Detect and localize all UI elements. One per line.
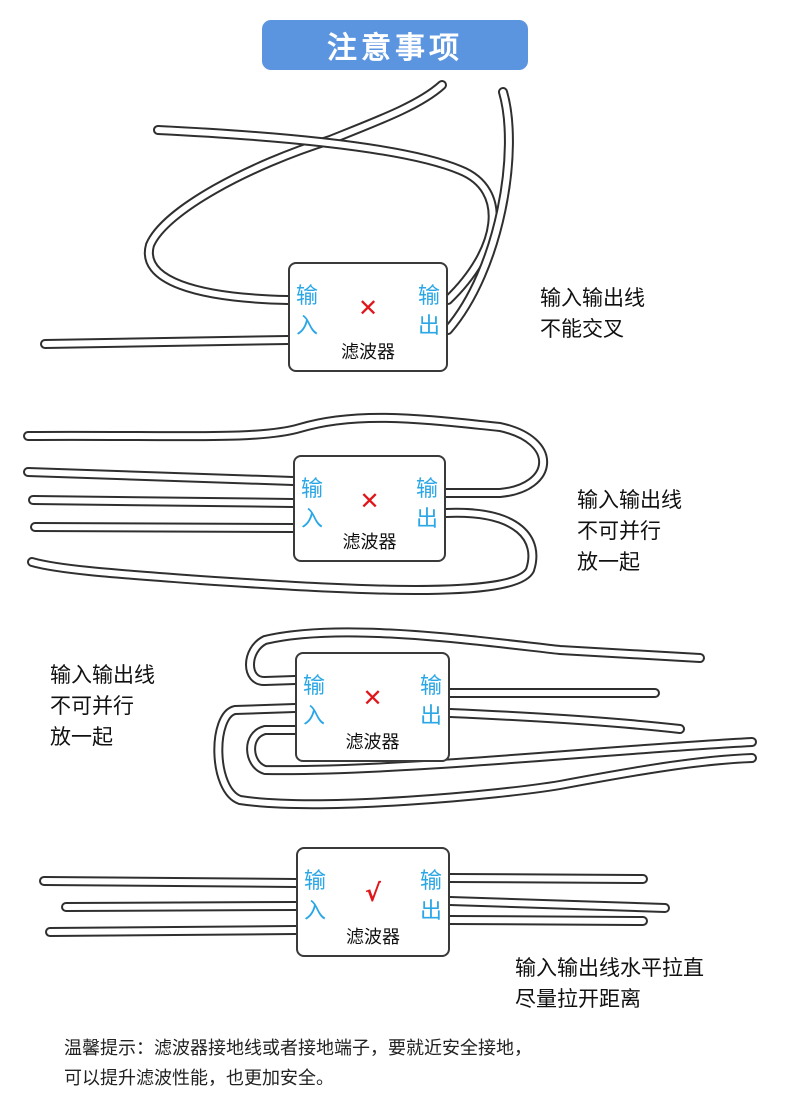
section-4-out-wire-1 <box>447 875 646 882</box>
section-3-outer-loop-wire <box>215 705 755 808</box>
tip-line-2: 可以提升滤波性能，也更加安全。 <box>64 1068 334 1089</box>
section-1-note: 输入输出线 不能交叉 <box>540 286 645 341</box>
section-1-crossing-wire-a <box>145 82 445 303</box>
section-3-wires <box>213 627 757 810</box>
output-label: 输出 <box>415 477 438 532</box>
section-1-left-wire <box>42 337 291 347</box>
output-label: 输出 <box>419 674 442 729</box>
section-3-note: 输入输出线 不可并行 放一起 <box>50 663 155 749</box>
filter-box-3: 输入 ✕ 输出 滤波器 <box>295 652 450 762</box>
filter-box-2: 输入 ✕ 输出 滤波器 <box>293 455 446 562</box>
cross-mark-icon: ✕ <box>362 684 383 712</box>
input-label: 输入 <box>300 477 323 532</box>
section-4-out-wire-3 <box>447 917 646 924</box>
section-1-crossing-wire-b <box>155 127 496 303</box>
tip-text: 温馨提示：滤波器接地线或者接地端子，要就近安全接地， 可以提升滤波性能，也更加安… <box>64 1034 532 1094</box>
input-label: 输入 <box>302 674 325 729</box>
output-label: 输出 <box>417 284 440 339</box>
filter-name: 滤波器 <box>341 342 395 363</box>
check-mark-icon: √ <box>364 879 381 907</box>
filter-name: 滤波器 <box>342 532 397 553</box>
section-2-wires <box>23 412 549 595</box>
input-label: 输入 <box>295 284 318 339</box>
section-4-note: 输入输出线水平拉直 尽量拉开距离 <box>515 956 704 1011</box>
filter-box-1: 输入 ✕ 输出 滤波器 <box>288 262 448 372</box>
section-1-crossing-wire-c <box>445 89 512 333</box>
section-4-in-wire-3 <box>47 927 299 935</box>
section-2-in-wire-1 <box>25 469 296 484</box>
section-2-in-wire-2 <box>30 497 296 506</box>
input-label: 输入 <box>303 869 326 924</box>
section-2-in-wire-3 <box>32 524 296 531</box>
section-2-return-wire <box>29 509 536 593</box>
section-3-out-wire-2 <box>447 710 683 732</box>
filter-name: 滤波器 <box>346 927 400 948</box>
section-3-inner-loop-wire <box>248 727 755 774</box>
section-4-out-wire-2 <box>447 898 668 911</box>
section-4-wires <box>39 873 670 937</box>
filter-name: 滤波器 <box>345 732 400 753</box>
filter-box-4: 输入 √ 输出 滤波器 <box>296 847 450 957</box>
section-2-note: 输入输出线 不可并行 放一起 <box>577 488 682 574</box>
section-3-top-loop-wire <box>247 629 703 684</box>
cross-mark-icon: ✕ <box>359 487 380 515</box>
section-4-in-wire-2 <box>63 903 299 910</box>
section-2-top-loop-wire <box>25 414 547 496</box>
tip-line-1: 温馨提示：滤波器接地线或者接地端子，要就近安全接地， <box>64 1038 532 1059</box>
cross-mark-icon: ✕ <box>357 294 379 322</box>
output-label: 输出 <box>419 869 442 924</box>
section-1-wires <box>40 80 514 349</box>
page-title: 注意事项 <box>262 20 528 70</box>
section-4-in-wire-1 <box>41 878 299 886</box>
